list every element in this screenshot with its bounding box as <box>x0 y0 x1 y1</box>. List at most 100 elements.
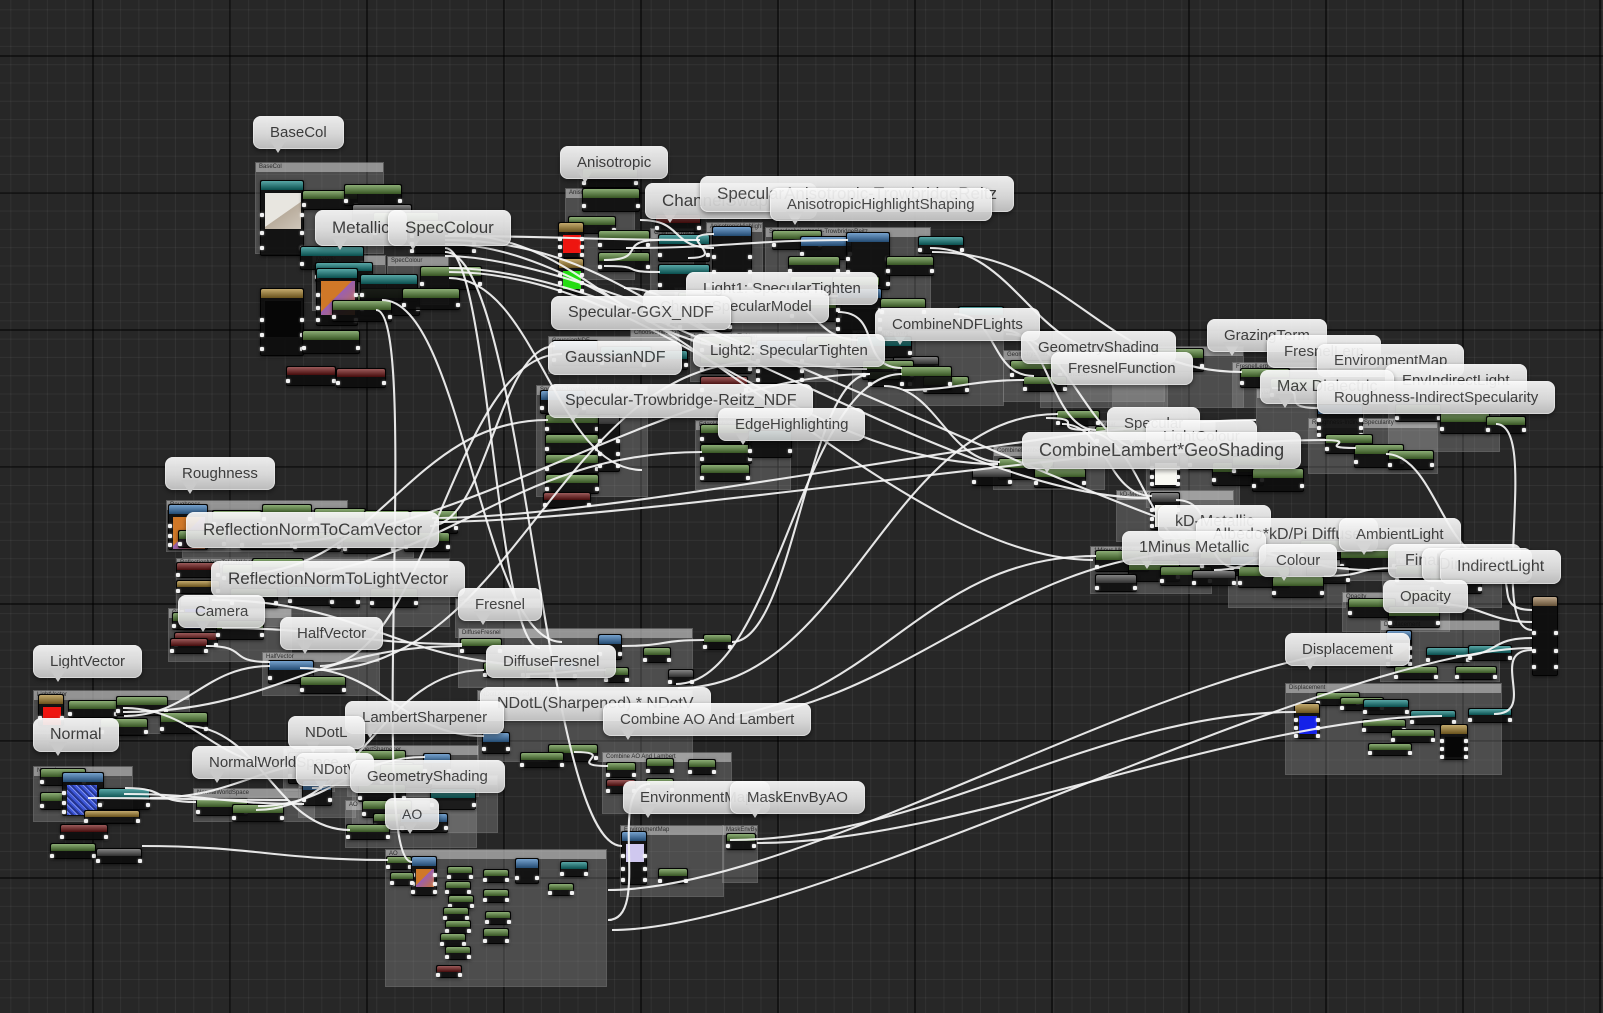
node-pin[interactable] <box>485 920 489 924</box>
node-pin[interactable] <box>972 480 976 484</box>
material-node[interactable] <box>1532 596 1558 676</box>
node-pin[interactable] <box>1317 418 1321 422</box>
node-pin[interactable] <box>1388 463 1392 467</box>
material-node[interactable] <box>726 833 756 850</box>
comment-label[interactable]: Fresnel <box>458 588 543 625</box>
node-pin[interactable] <box>918 248 922 252</box>
node-pin[interactable] <box>594 756 598 760</box>
node-pin[interactable] <box>756 378 760 382</box>
material-node[interactable] <box>1410 710 1456 725</box>
material-node[interactable] <box>84 810 140 824</box>
material-node[interactable] <box>1363 699 1409 715</box>
node-pin[interactable] <box>388 315 392 319</box>
material-node[interactable] <box>520 752 564 768</box>
material-node[interactable] <box>436 965 462 978</box>
material-node[interactable] <box>621 831 647 885</box>
node-pin[interactable] <box>1160 579 1164 583</box>
node-pin[interactable] <box>1238 581 1242 585</box>
node-pin[interactable] <box>684 879 688 883</box>
node-pin[interactable] <box>543 503 547 507</box>
node-pin[interactable] <box>467 929 471 933</box>
node-pin[interactable] <box>176 589 180 593</box>
material-node[interactable] <box>515 858 539 884</box>
node-pin[interactable] <box>580 253 584 257</box>
node-pin[interactable] <box>540 406 544 410</box>
node-pin[interactable] <box>1133 586 1137 590</box>
node-pin[interactable] <box>1354 460 1358 464</box>
node-pin[interactable] <box>752 844 756 848</box>
comment-label[interactable]: FresnelFunction <box>1051 352 1193 385</box>
material-node[interactable] <box>346 824 390 840</box>
material-node[interactable] <box>1391 729 1435 743</box>
node-pin[interactable] <box>336 381 340 385</box>
node-pin[interactable] <box>1232 581 1236 585</box>
node-pin[interactable] <box>1493 675 1497 679</box>
node-pin[interactable] <box>196 810 200 814</box>
material-node[interactable] <box>50 843 96 859</box>
node-pin[interactable] <box>1388 621 1392 625</box>
node-pin[interactable] <box>354 293 358 297</box>
node-pin[interactable] <box>160 727 164 731</box>
node-pin[interactable] <box>1359 418 1363 422</box>
comment-label[interactable]: CombineLambert*GeoShading <box>1022 432 1302 473</box>
node-pin[interactable] <box>420 282 424 286</box>
node-pin[interactable] <box>598 439 602 443</box>
node-pin[interactable] <box>445 955 449 959</box>
node-pin[interactable] <box>116 709 120 713</box>
node-pin[interactable] <box>1478 587 1482 591</box>
node-pin[interactable] <box>386 865 390 869</box>
material-node[interactable] <box>1388 450 1434 470</box>
node-pin[interactable] <box>700 367 704 371</box>
node-pin[interactable] <box>584 872 588 876</box>
node-pin[interactable] <box>1486 428 1490 432</box>
comment-label[interactable]: GaussianNDF <box>548 341 683 375</box>
node-pin[interactable] <box>545 467 549 471</box>
material-node[interactable] <box>420 266 482 290</box>
node-pin[interactable] <box>545 427 549 431</box>
node-pin[interactable] <box>443 916 447 920</box>
node-pin[interactable] <box>688 770 692 774</box>
node-pin[interactable] <box>506 747 510 751</box>
node-pin[interactable] <box>232 816 236 820</box>
node-pin[interactable] <box>836 318 840 322</box>
node-pin[interactable] <box>1150 482 1154 486</box>
node-pin[interactable] <box>447 875 451 879</box>
node-pin[interactable] <box>580 281 584 285</box>
node-pin[interactable] <box>344 199 348 203</box>
node-pin[interactable] <box>302 346 306 350</box>
node-pin[interactable] <box>470 904 474 908</box>
comment-label[interactable]: SpecColour <box>388 210 511 250</box>
node-pin[interactable] <box>204 649 208 653</box>
node-pin[interactable] <box>1436 621 1440 625</box>
node-pin[interactable] <box>40 780 44 784</box>
node-pin[interactable] <box>1150 524 1154 528</box>
material-node[interactable] <box>485 911 511 925</box>
comment-label[interactable]: Colour <box>1259 544 1338 581</box>
node-pin[interactable] <box>410 249 414 253</box>
node-pin[interactable] <box>356 600 360 604</box>
material-node[interactable] <box>972 468 1012 486</box>
comment-label[interactable]: BaseCol <box>253 116 344 153</box>
comment-label[interactable]: Roughness <box>165 457 275 494</box>
node-pin[interactable] <box>746 476 750 480</box>
node-pin[interactable] <box>92 854 96 858</box>
node-pin[interactable] <box>558 237 562 241</box>
material-node[interactable] <box>1192 570 1236 586</box>
node-pin[interactable] <box>1532 631 1536 635</box>
node-pin[interactable] <box>625 678 629 682</box>
node-pin[interactable] <box>948 382 952 386</box>
material-node[interactable] <box>62 772 104 816</box>
node-pin[interactable] <box>697 226 701 230</box>
node-pin[interactable] <box>788 449 792 453</box>
material-node[interactable] <box>1368 743 1412 756</box>
node-pin[interactable] <box>507 920 511 924</box>
node-pin[interactable] <box>868 382 872 386</box>
node-pin[interactable] <box>1464 739 1468 743</box>
node-pin[interactable] <box>1359 426 1363 430</box>
node-pin[interactable] <box>1437 416 1441 420</box>
node-pin[interactable] <box>360 293 364 297</box>
material-node[interactable] <box>445 920 471 934</box>
node-pin[interactable] <box>1468 718 1472 722</box>
node-pin[interactable] <box>410 881 414 885</box>
node-pin[interactable] <box>667 658 671 662</box>
